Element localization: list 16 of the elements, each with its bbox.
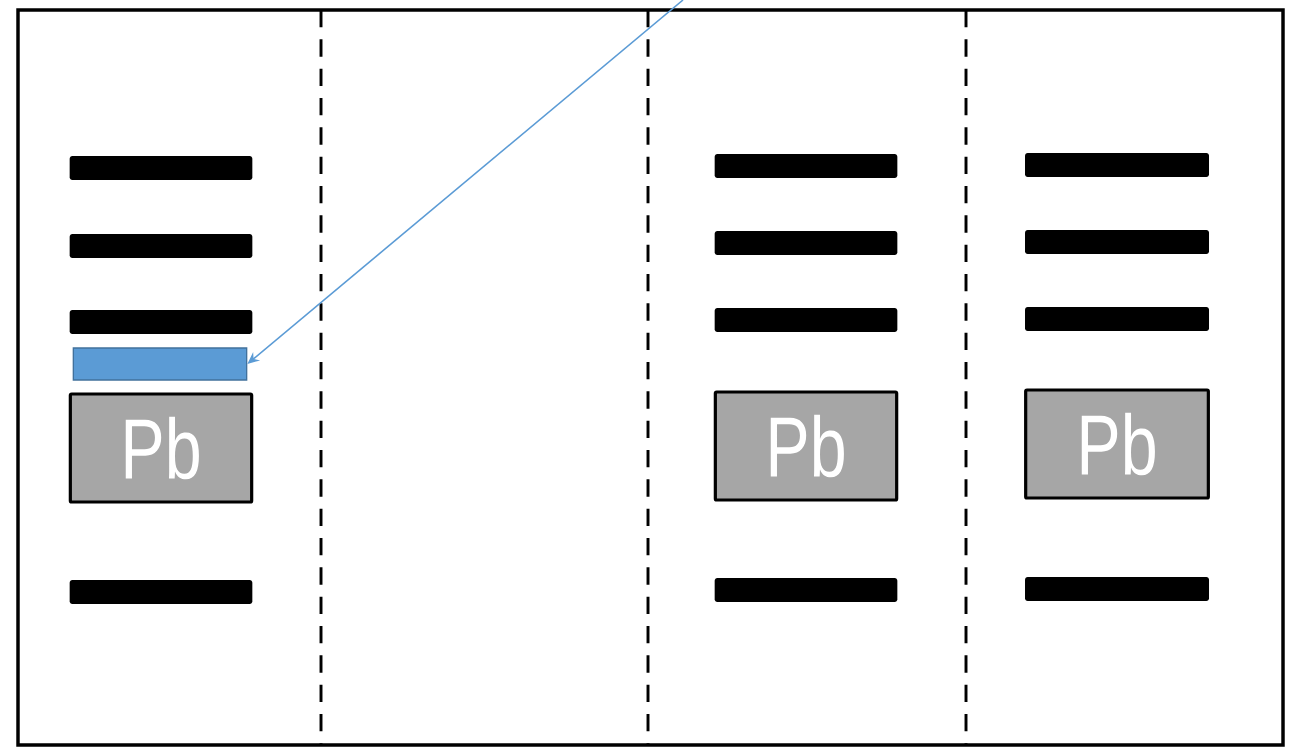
lead-box: Pb	[1024, 388, 1210, 500]
lead-box: Pb	[713, 390, 899, 502]
band	[69, 310, 253, 334]
band	[714, 154, 898, 178]
lead-box: Pb	[68, 392, 254, 504]
band	[714, 231, 898, 255]
band	[69, 156, 253, 180]
band	[714, 578, 898, 602]
band	[1025, 230, 1209, 254]
band	[1025, 153, 1209, 177]
band	[1025, 307, 1209, 331]
band-marker	[72, 347, 248, 381]
band	[69, 234, 253, 258]
band	[69, 580, 253, 604]
band	[714, 308, 898, 332]
band	[1025, 577, 1209, 601]
